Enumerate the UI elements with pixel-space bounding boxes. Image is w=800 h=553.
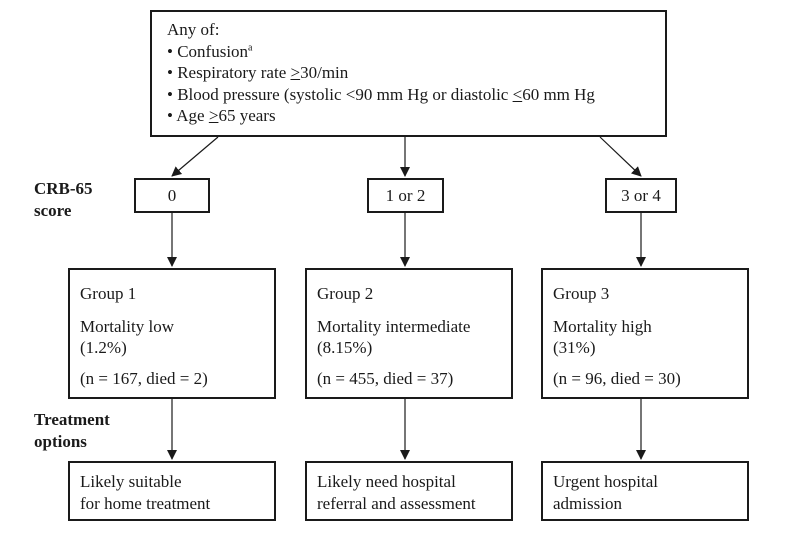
criterion-respiratory-rate: • Respiratory rate >30/min: [167, 63, 349, 82]
group-counts: (n = 96, died = 30): [553, 369, 681, 388]
group-box-2: Group 2 Mortality intermediate (8.15%) (…: [305, 268, 513, 399]
treatment-line2: referral and assessment: [317, 494, 476, 513]
arrow-criteria-to-score-3-4: [599, 136, 642, 177]
score-box-1-or-2: 1 or 2: [367, 178, 444, 213]
group-mortality: Mortality high: [553, 317, 652, 336]
treatment-box-1: Likely suitable for home treatment: [68, 461, 276, 521]
score-box-0: 0: [134, 178, 210, 213]
score-value: 0: [167, 186, 177, 205]
treatment-box-3: Urgent hospital admission: [541, 461, 749, 521]
criterion-blood-pressure: • Blood pressure (systolic <90 mm Hg or …: [167, 84, 595, 104]
group-title: Group 3: [553, 284, 610, 303]
score-value: 3 or 4: [621, 186, 661, 205]
arrow-criteria-to-score-0: [171, 136, 219, 177]
group-mortality-percent: (31%): [553, 338, 596, 357]
group-box-3: Group 3 Mortality high (31%) (n = 96, di…: [541, 268, 749, 399]
score-label-line1: CRB-65: [34, 179, 93, 198]
treatment-line1: Likely suitable: [80, 472, 182, 491]
group-title: Group 1: [80, 284, 137, 303]
group-mortality: Mortality intermediate: [317, 317, 471, 336]
treatment-line2: for home treatment: [80, 494, 211, 513]
group-counts: (n = 167, died = 2): [80, 369, 208, 388]
group-mortality-percent: (1.2%): [80, 338, 127, 357]
treatment-line1: Likely need hospital: [317, 472, 456, 491]
group-mortality-percent: (8.15%): [317, 338, 373, 357]
criterion-confusion: • Confusiona: [167, 41, 253, 61]
group-title: Group 2: [317, 284, 374, 303]
criteria-heading: Any of:: [167, 20, 220, 39]
score-box-3-or-4: 3 or 4: [605, 178, 677, 213]
score-label-line2: score: [34, 201, 72, 220]
group-mortality: Mortality low: [80, 317, 174, 336]
treatment-label-line1: Treatment: [34, 410, 110, 429]
criterion-age: • Age >65 years: [167, 106, 276, 125]
treatment-line1: Urgent hospital: [553, 472, 658, 491]
group-box-1: Group 1 Mortality low (1.2%) (n = 167, d…: [68, 268, 276, 399]
footnote-marker: a: [248, 41, 253, 53]
criteria-box: Any of: • Confusiona • Respiratory rate …: [150, 10, 667, 137]
treatment-label-line2: options: [34, 432, 87, 451]
score-value: 1 or 2: [385, 186, 426, 205]
group-counts: (n = 455, died = 37): [317, 369, 454, 388]
treatment-box-2: Likely need hospital referral and assess…: [305, 461, 513, 521]
treatment-line2: admission: [553, 494, 622, 513]
